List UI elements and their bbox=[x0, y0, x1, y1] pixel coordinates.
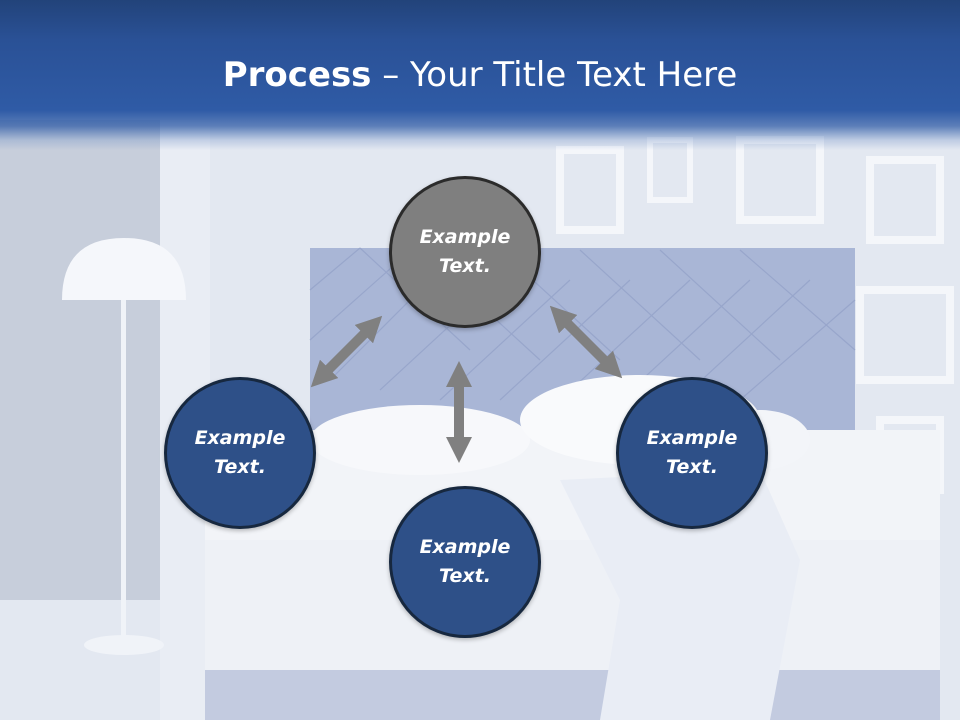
node-top-line2: Text. bbox=[439, 255, 491, 277]
node-right-line2: Text. bbox=[666, 456, 718, 478]
node-right-line1: Example bbox=[646, 427, 738, 449]
node-top-line1: Example bbox=[419, 226, 511, 248]
node-left-line1: Example bbox=[194, 427, 286, 449]
node-left-line2: Text. bbox=[214, 456, 266, 478]
node-bottom-line2: Text. bbox=[439, 565, 491, 587]
title-rest-part: – Your Title Text Here bbox=[371, 55, 738, 95]
title-bold-part: Process bbox=[222, 55, 372, 95]
process-node-top[interactable]: Example Text. bbox=[389, 176, 541, 328]
node-bottom-line1: Example bbox=[419, 536, 511, 558]
slide-title[interactable]: Process – Your Title Text Here bbox=[0, 52, 960, 98]
process-node-left[interactable]: Example Text. bbox=[164, 377, 316, 529]
process-node-bottom[interactable]: Example Text. bbox=[389, 486, 541, 638]
process-node-right[interactable]: Example Text. bbox=[616, 377, 768, 529]
title-bar: Process – Your Title Text Here bbox=[0, 0, 960, 150]
